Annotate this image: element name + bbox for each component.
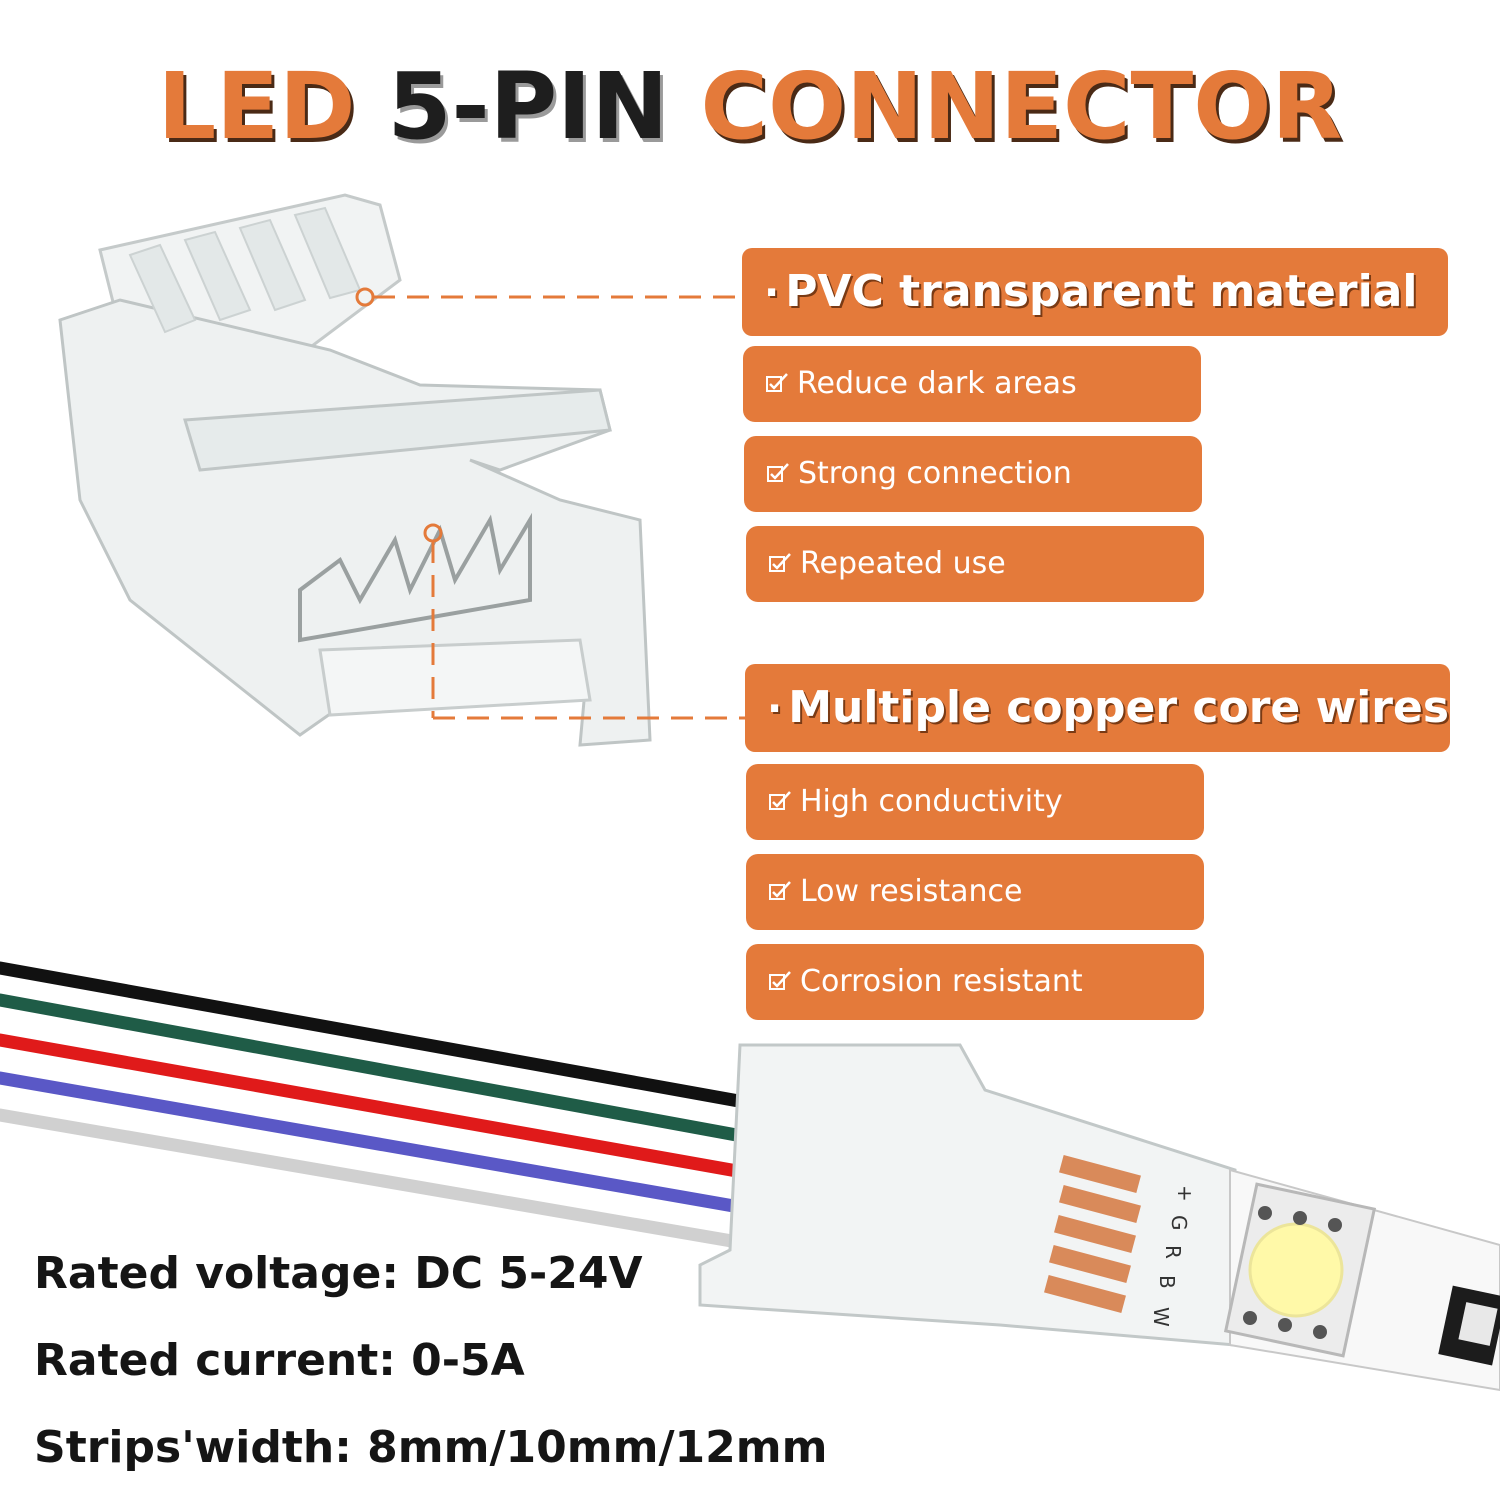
feature-reduce-dark-areas: Reduce dark areas <box>743 346 1201 422</box>
spec-rated-voltage: Rated voltage: DC 5-24V <box>34 1248 643 1299</box>
feature-strong-connection: Strong connection <box>744 436 1202 512</box>
title-led: LED <box>157 53 356 160</box>
connector-top-image <box>58 193 652 747</box>
feature-low-resistance: Low resistance <box>746 854 1204 930</box>
title-5-pin: 5-PIN <box>387 53 669 160</box>
feature-high-conductivity: High conductivity <box>746 764 1204 840</box>
checkbox-icon <box>769 790 791 810</box>
pin-label-w: W <box>1149 1307 1173 1327</box>
heading-pvc-material: ·PVC transparent material <box>742 248 1448 336</box>
pin-label-plus: + <box>1173 1185 1197 1202</box>
page-title: LED 5-PIN CONNECTOR <box>0 52 1500 162</box>
title-connector: CONNECTOR <box>700 53 1343 160</box>
feature-corrosion-resistant: Corrosion resistant <box>746 944 1204 1020</box>
connector-bottom-image <box>698 1043 1500 1392</box>
spec-rated-current: Rated current: 0-5A <box>34 1335 525 1386</box>
feature-repeated-use: Repeated use <box>746 526 1204 602</box>
leader-lines <box>355 287 752 720</box>
pin-label-r: R <box>1161 1245 1185 1259</box>
pin-labels: + G R B W <box>1149 1185 1197 1327</box>
checkbox-icon <box>767 462 789 482</box>
pin-label-g: G <box>1167 1215 1191 1231</box>
spec-strip-width: Strips'width: 8mm/10mm/12mm <box>34 1422 828 1473</box>
checkbox-icon <box>769 552 791 572</box>
checkbox-icon <box>769 880 791 900</box>
checkbox-icon <box>766 372 788 392</box>
checkbox-icon <box>769 970 791 990</box>
pin-label-b: B <box>1155 1275 1179 1289</box>
heading-copper-wires: ·Multiple copper core wires <box>745 664 1450 752</box>
